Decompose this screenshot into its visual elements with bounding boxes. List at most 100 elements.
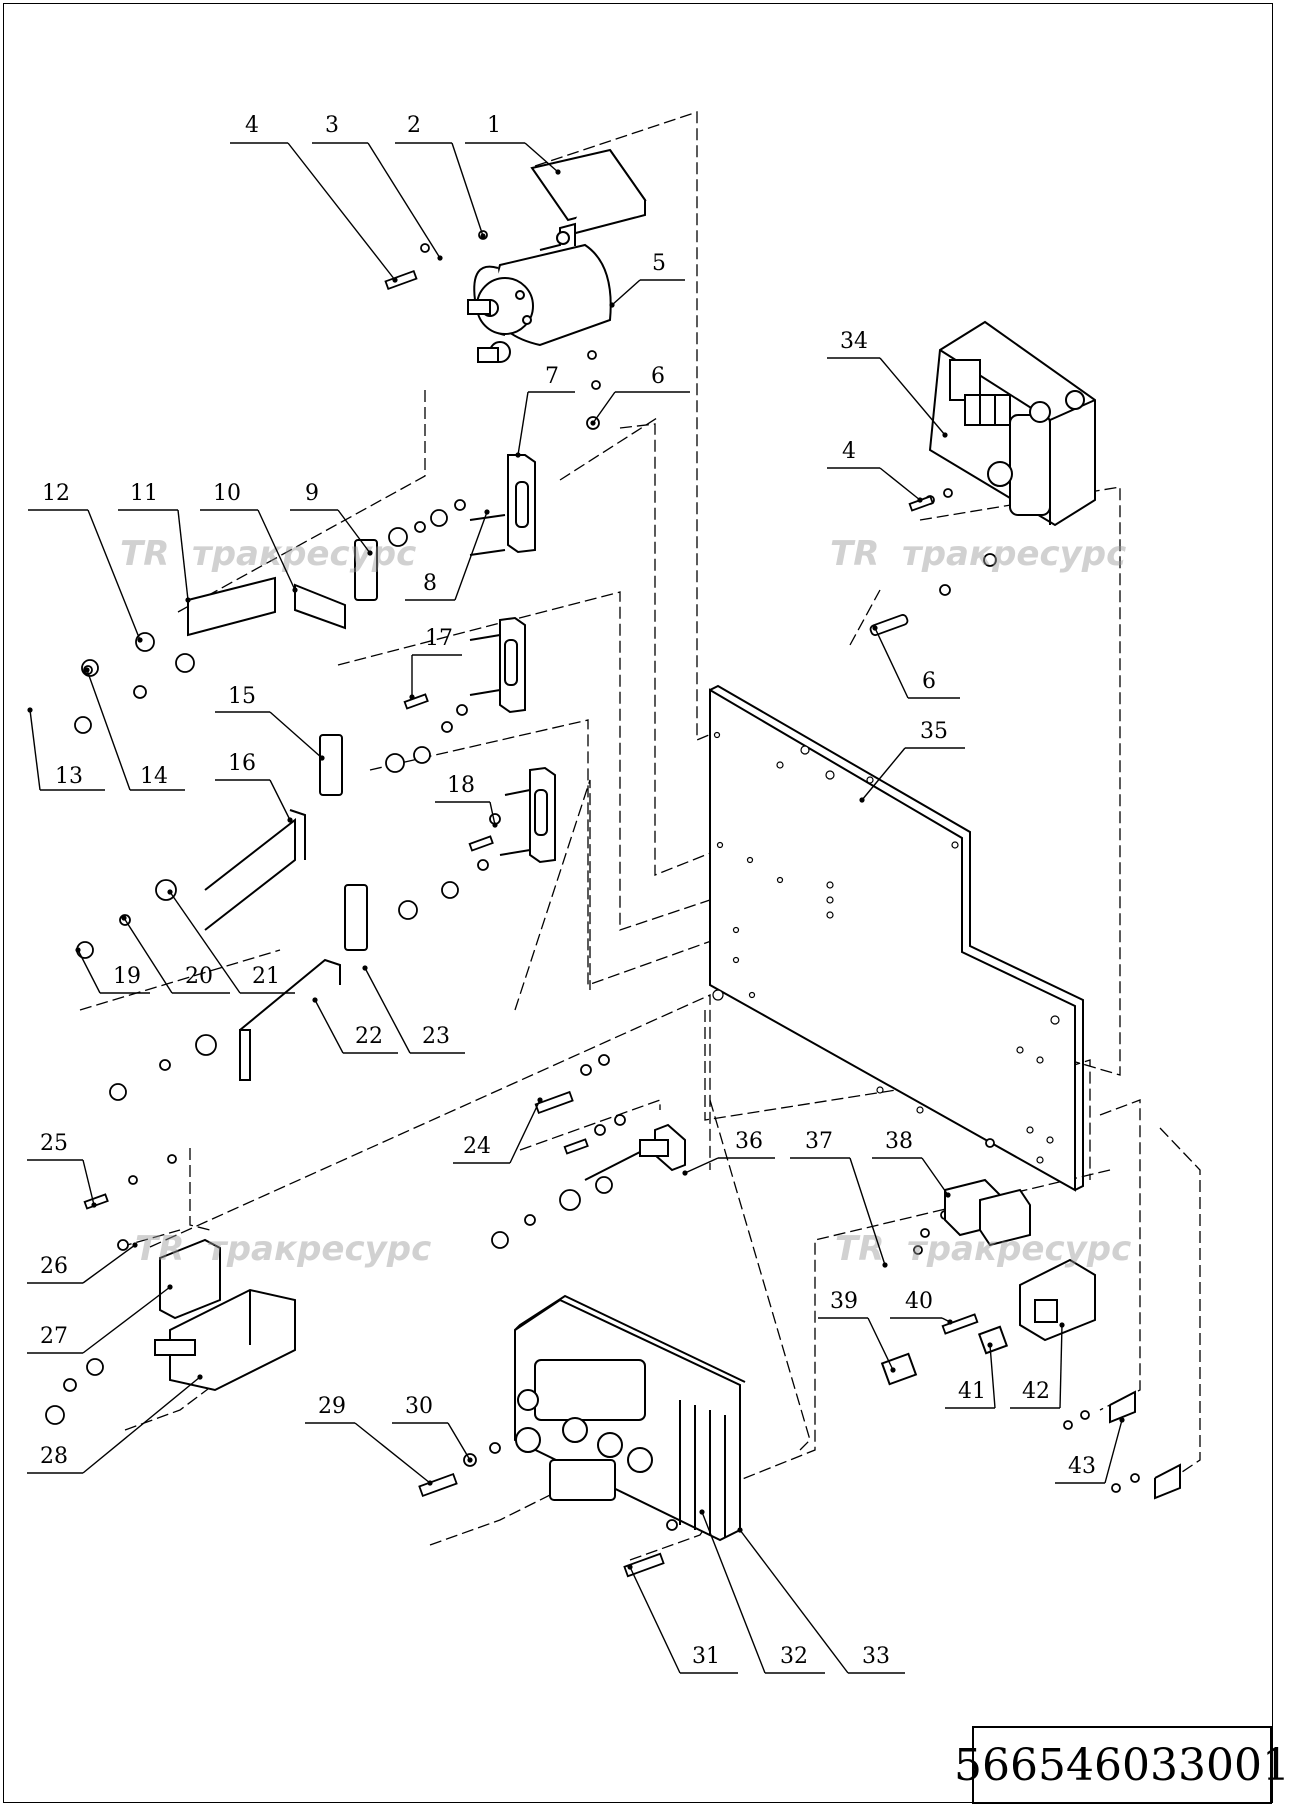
callout-number: 40 <box>905 1289 933 1314</box>
callout-dot <box>859 797 865 803</box>
callout-dot <box>484 509 490 515</box>
callout-leader-line <box>489 801 496 826</box>
callout-30: 30 <box>392 1394 473 1463</box>
callout-dot <box>27 707 33 713</box>
callout-9: 9 <box>290 481 373 556</box>
bus-bars <box>187 576 346 1081</box>
watermark-brand: тракресурс <box>207 1229 431 1269</box>
callout-leader-line <box>269 779 291 821</box>
callout-dot <box>185 597 191 603</box>
callout-14: 14 <box>84 667 185 791</box>
callout-leader-line <box>177 509 189 601</box>
watermark-brand: тракресурс <box>907 1229 1131 1269</box>
callout-dot <box>1059 1322 1065 1328</box>
callout-39: 39 <box>818 1289 896 1373</box>
callout-leader-line <box>921 1157 949 1196</box>
callout-leader-line <box>451 142 484 237</box>
callout-23: 23 <box>362 965 465 1054</box>
callout-number: 13 <box>55 764 83 789</box>
callout-leader-line <box>517 391 529 456</box>
callout-leader-line <box>287 142 396 281</box>
callout-number: 4 <box>245 113 259 138</box>
callout-4: 4 <box>230 113 398 283</box>
watermark-brand: тракресурс <box>902 534 1126 574</box>
callout-37: 37 <box>790 1129 888 1268</box>
callout-number: 22 <box>355 1024 383 1049</box>
callout-number: 42 <box>1022 1379 1050 1404</box>
callout-number: 21 <box>252 964 280 989</box>
callout-number: 19 <box>113 964 141 989</box>
callout-6: 6 <box>590 364 690 426</box>
callout-leader-line <box>257 509 296 591</box>
callout-29: 29 <box>305 1394 433 1486</box>
watermark-logo: TR <box>120 534 169 574</box>
callout-number: 38 <box>885 1129 913 1154</box>
bolts <box>83 269 979 1578</box>
callout-dot <box>1119 1417 1125 1423</box>
callout-2: 2 <box>395 113 486 239</box>
callout-20: 20 <box>121 915 230 994</box>
callout-leader-line <box>509 1099 541 1164</box>
terminal-post <box>584 1123 686 1181</box>
callout-dot <box>75 947 81 953</box>
callout-leader-line <box>269 711 323 759</box>
fuses <box>319 539 378 951</box>
callout-dot <box>555 169 561 175</box>
callout-19: 19 <box>75 947 150 994</box>
callout-number: 20 <box>185 964 213 989</box>
callout-number: 28 <box>40 1444 68 1469</box>
callout-number: 7 <box>545 364 559 389</box>
callout-dot <box>427 1480 433 1486</box>
callout-dot <box>91 1202 97 1208</box>
callout-leader-line <box>861 747 906 801</box>
callout-number: 36 <box>735 1129 763 1154</box>
callout-number: 25 <box>40 1131 68 1156</box>
callout-dot <box>987 1342 993 1348</box>
callout-26: 26 <box>27 1242 138 1284</box>
callout-number: 6 <box>651 364 665 389</box>
callout-41: 41 <box>945 1342 996 1409</box>
callout-13: 13 <box>27 707 105 791</box>
motor-controller <box>514 1294 746 1542</box>
callout-12: 12 <box>28 481 143 643</box>
callout-leader-line <box>701 1511 766 1674</box>
callout-dot <box>942 432 948 438</box>
callout-number: 6 <box>922 669 936 694</box>
watermark-left: TR тракресурс <box>120 534 416 574</box>
callout-number: 41 <box>958 1379 986 1404</box>
callout-leader-line <box>87 509 141 641</box>
callout-25: 25 <box>27 1131 97 1208</box>
callout-leader-line <box>867 1317 894 1371</box>
callout-10: 10 <box>200 481 298 593</box>
callout-leader-line <box>77 949 101 994</box>
watermark-logo: TR <box>835 1229 884 1269</box>
callout-leader-line <box>82 1244 136 1284</box>
callout-number: 5 <box>652 251 666 276</box>
watermark-brand: тракресурс <box>192 534 416 574</box>
callout-number: 30 <box>405 1394 433 1419</box>
callout-dot <box>132 1242 138 1248</box>
callout-number: 43 <box>1068 1454 1096 1479</box>
callout-dot <box>167 889 173 895</box>
callout-16: 16 <box>215 751 293 823</box>
callout-dot <box>699 1509 705 1515</box>
callout-dot <box>627 1564 633 1570</box>
angle-brackets <box>1109 1390 1181 1500</box>
callout-33: 33 <box>737 1527 905 1674</box>
callout-dot <box>312 997 318 1003</box>
callout-dot <box>947 1319 953 1325</box>
callout-number: 35 <box>920 719 948 744</box>
callout-dot <box>437 255 443 261</box>
callout-dot <box>515 452 521 458</box>
callout-number: 15 <box>228 684 256 709</box>
watermark-logo: TR <box>830 534 879 574</box>
callout-number: 10 <box>213 481 241 506</box>
mounting-plate <box>709 684 1084 1192</box>
callout-24: 24 <box>453 1097 543 1164</box>
callout-21: 21 <box>167 889 295 994</box>
callout-dot <box>467 1457 473 1463</box>
callout-leader-line <box>367 142 441 259</box>
callout-15: 15 <box>215 684 325 761</box>
